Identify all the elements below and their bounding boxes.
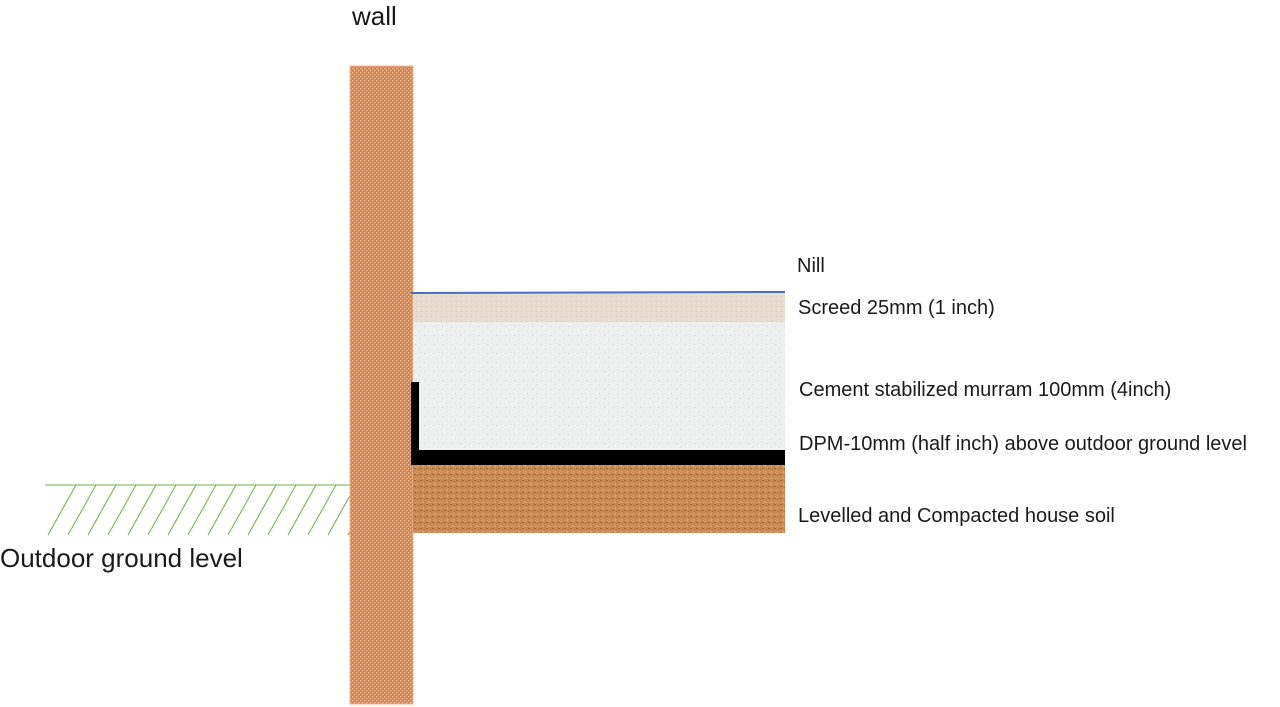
hatch-line (287, 484, 317, 536)
hatch-line (307, 484, 337, 536)
wall-label: wall (352, 1, 397, 31)
dpm-label: DPM-10mm (half inch) above outdoor groun… (799, 433, 1247, 455)
murram-label: Cement stabilized murram 100mm (4inch) (799, 379, 1172, 401)
screed-label: Screed 25mm (1 inch) (798, 297, 995, 319)
hatch-line (327, 495, 351, 536)
murram-layer (413, 322, 785, 450)
hatch-line (187, 484, 217, 536)
soil-label: Levelled and Compacted house soil (798, 505, 1115, 527)
soil-layer (413, 465, 785, 533)
wall-section (349, 65, 414, 705)
hatch-line (107, 484, 137, 536)
dpm-membrane (411, 382, 785, 465)
hatch-line (167, 484, 197, 536)
hatch-line (127, 484, 157, 536)
hatch-line (147, 484, 177, 536)
nill-label: Nill (797, 255, 825, 277)
hatch-line (67, 484, 97, 536)
screed-layer (413, 293, 785, 322)
outdoor-ground-hatch (45, 484, 351, 536)
floor-finish-line (410, 291, 786, 294)
hatch-line (267, 484, 297, 536)
hatch-line (227, 484, 257, 536)
hatch-line (87, 484, 117, 536)
outdoor-ground-label: Outdoor ground level (0, 543, 243, 573)
hatch-line (207, 484, 237, 536)
hatch-line (47, 484, 77, 536)
hatch-line (247, 484, 277, 536)
